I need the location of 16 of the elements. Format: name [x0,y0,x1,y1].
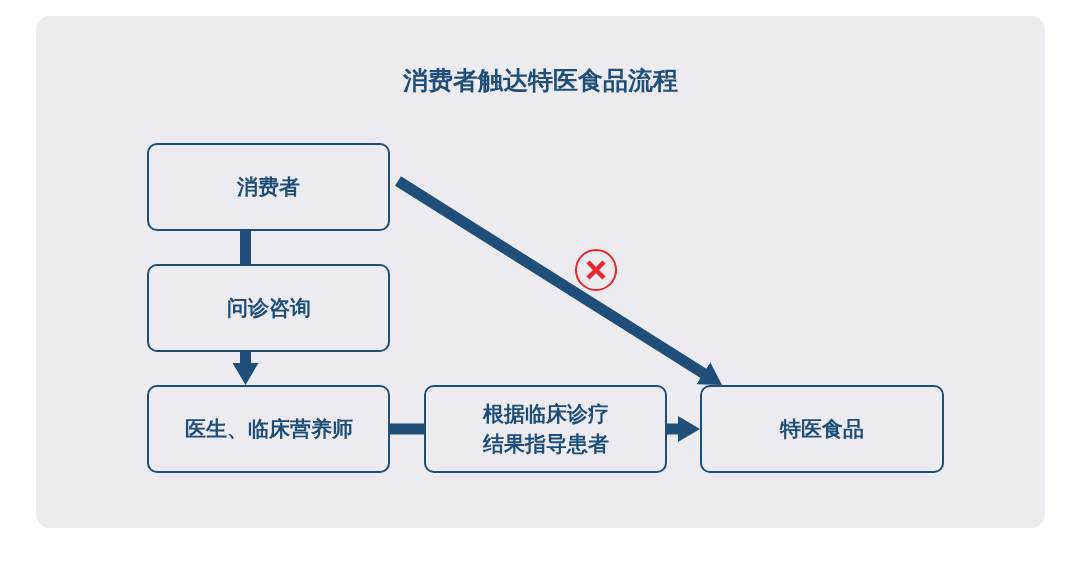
box-label: 消费者 [237,174,300,201]
box-label: 医生、临床营养师 [184,416,353,443]
arrow [232,352,259,385]
arrow [667,416,700,442]
process-box [147,385,390,473]
box-label: 问诊咨询 [226,295,311,322]
arrow [395,176,722,385]
process-box [147,143,390,231]
process-box [424,385,667,473]
title: 消费者触达特医食品流程 [401,65,679,97]
connector-bar [390,423,424,435]
box-label: 特医食品 [780,416,864,443]
connector-bar [240,231,251,264]
box-label: 根据临床诊疗结果指导患者 [481,401,610,458]
process-box [700,385,944,473]
process-box [147,264,390,352]
